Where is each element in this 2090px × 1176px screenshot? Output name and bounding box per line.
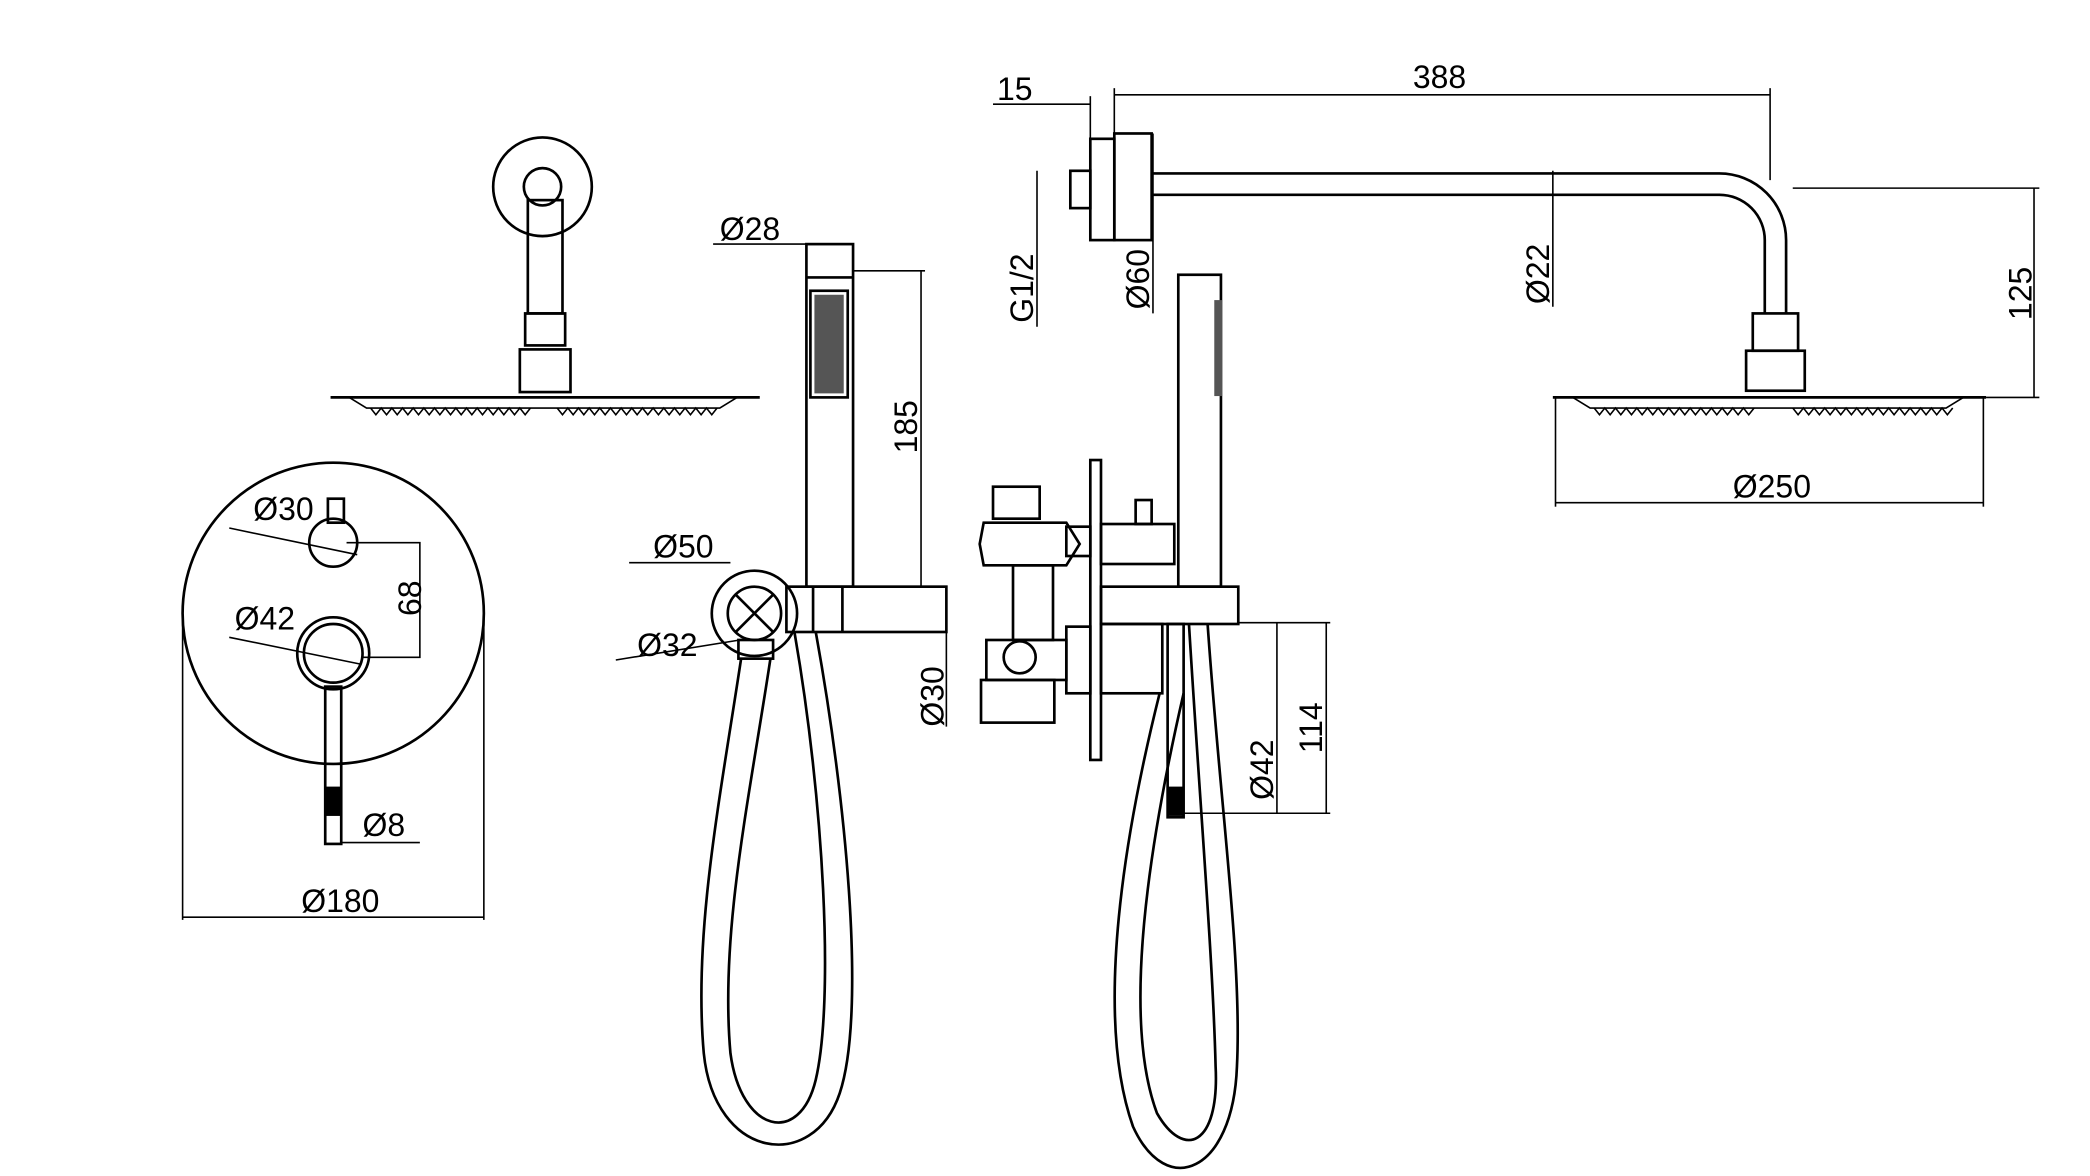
mixer-plate-front-view: Ø30 Ø42 68 Ø8 Ø180 [181, 461, 486, 920]
dim-flange: Ø60 [1120, 249, 1156, 309]
shower-head-front-view [330, 136, 760, 417]
dim-arm-length: 388 [1413, 59, 1466, 95]
dim-arm: Ø22 [1520, 244, 1556, 304]
dim-plate: Ø180 [301, 883, 379, 919]
dim-holder: Ø50 [653, 528, 713, 564]
dim-hand-shower-diameter: Ø28 [720, 211, 780, 247]
hand-shower-front-view: Ø28 185 Ø50 Ø32 Ø30 [615, 211, 951, 1146]
dim-hand-shower-length: 185 [888, 400, 924, 453]
dim-lever: Ø8 [363, 807, 406, 843]
mixer-side-view: 114 Ø42 [978, 273, 1331, 1169]
dim-large-knob: Ø42 [235, 600, 295, 636]
dim-mixer-depth: 114 [1293, 702, 1329, 753]
dim-small-knob: Ø30 [253, 491, 313, 527]
dim-thread: G1/2 [1004, 253, 1040, 322]
dim-wall-offset: 15 [997, 71, 1033, 107]
dim-holder-inner: Ø32 [637, 627, 697, 663]
dim-head: Ø250 [1733, 468, 1811, 504]
shower-arm-side-view: 15 388 G1/2 Ø60 Ø22 125 Ø250 [993, 59, 2040, 507]
dim-outlet: Ø30 [915, 666, 951, 726]
dim-mixer-body: Ø42 [1244, 739, 1280, 799]
dim-knob-spacing: 68 [392, 580, 428, 616]
dim-head-drop: 125 [2002, 267, 2038, 320]
